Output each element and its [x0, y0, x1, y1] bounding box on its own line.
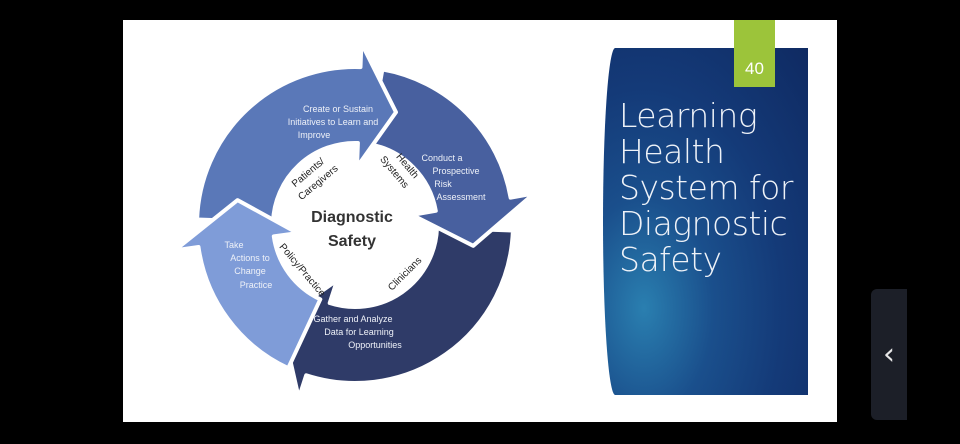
title-line: Learning	[619, 96, 758, 135]
step-4-line: Change	[234, 266, 266, 276]
step-2-line: Conduct a	[421, 153, 462, 163]
slide-number: 40	[745, 59, 764, 78]
step-1-line: Create or Sustain	[303, 104, 373, 114]
step-3-line: Opportunities	[348, 340, 402, 350]
cycle-arrow-3	[279, 225, 515, 401]
title-line: Health	[619, 132, 725, 171]
title-panel	[603, 48, 808, 395]
step-4-line: Practice	[240, 280, 273, 290]
center-label: Diagnostic Safety	[311, 209, 393, 250]
step-4-line: Take	[224, 240, 243, 250]
step-labels: Create or Sustain Initiatives to Learn a…	[224, 104, 486, 350]
step-3-line: Data for Learning	[324, 327, 394, 337]
cycle-arrows	[172, 41, 537, 401]
step-3-line: Gather and Analyze	[313, 314, 392, 324]
chevron-left-icon: ‹	[883, 337, 895, 372]
step-2-line: Risk	[434, 179, 452, 189]
cycle-arrow-1	[195, 41, 398, 225]
title-line: Safety	[619, 240, 722, 279]
step-1-line: Initiatives to Learn and	[288, 117, 379, 127]
center-line: Diagnostic	[311, 209, 393, 226]
slide: 40 Learning Health System for Diagnostic…	[123, 20, 837, 422]
title-line: System for	[619, 168, 793, 207]
center-line: Safety	[328, 233, 376, 250]
title-line: Diagnostic	[619, 204, 788, 243]
slide-title: Learning Health System for Diagnostic Sa…	[619, 98, 793, 278]
step-2-line: Prospective	[432, 166, 479, 176]
step-1-line: Improve	[298, 130, 331, 140]
step-2-line: Assessment	[436, 192, 486, 202]
side-panel-handle[interactable]: ‹	[871, 289, 907, 420]
step-4-line: Actions to	[230, 253, 270, 263]
cycle-arrow-4	[172, 198, 323, 371]
slide-number-tab: 40	[734, 20, 775, 87]
cycle-arrow-2	[367, 67, 537, 248]
